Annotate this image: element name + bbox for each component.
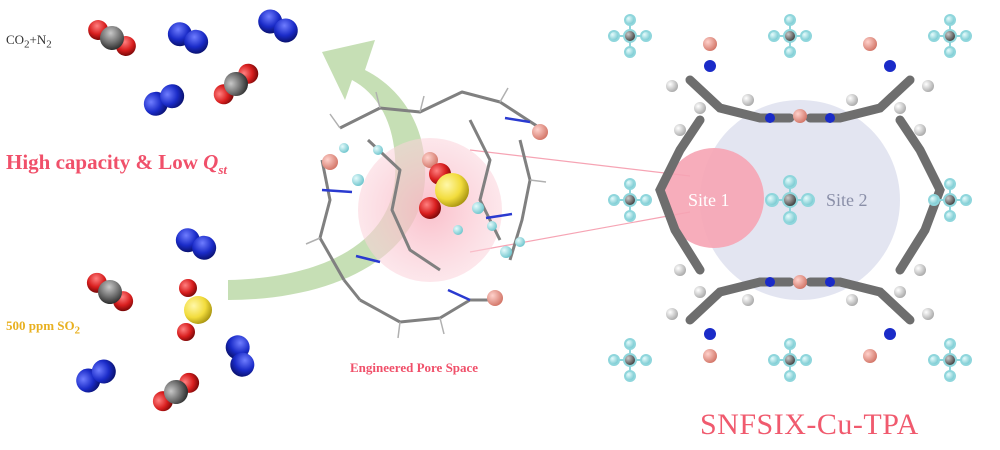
pore-so2 (419, 163, 469, 219)
hydrogen-atoms (666, 80, 934, 320)
engineered-pore (305, 87, 548, 339)
co2-molecule (86, 272, 134, 312)
framework-structure (608, 14, 972, 382)
sif6-anions (608, 14, 972, 382)
n2-molecule (143, 84, 185, 116)
bottom-molecule-group (76, 228, 255, 412)
site2-label: Site 2 (826, 190, 868, 210)
n2-molecule (167, 22, 209, 54)
co2-molecule (152, 372, 200, 412)
n2-molecule (175, 228, 217, 260)
so2-concentration-label: 500 ppm SO2 (6, 318, 81, 337)
co2-molecule (213, 63, 259, 105)
zoom-lines (469, 149, 691, 253)
site1-region (664, 148, 764, 248)
n2-molecule (225, 335, 255, 377)
nitrogen-atoms (704, 60, 896, 340)
n2-molecule (76, 359, 116, 393)
capacity-caption: High capacity & Low Qst (6, 150, 228, 178)
pore-fluorines (339, 143, 525, 258)
pore-space-label: Engineered Pore Space (350, 360, 479, 375)
n2-molecule (258, 9, 298, 43)
gas-mixture-label: CO2+N2 (6, 32, 52, 51)
pore-copper-nodes (322, 124, 548, 306)
so2-molecule (177, 279, 212, 341)
site1-label: Site 1 (688, 190, 730, 210)
copper-atoms (703, 37, 877, 363)
co2-molecule (88, 20, 136, 56)
top-molecule-group (88, 9, 298, 116)
framework-name: SNFSIX-Cu-TPA (700, 408, 919, 441)
